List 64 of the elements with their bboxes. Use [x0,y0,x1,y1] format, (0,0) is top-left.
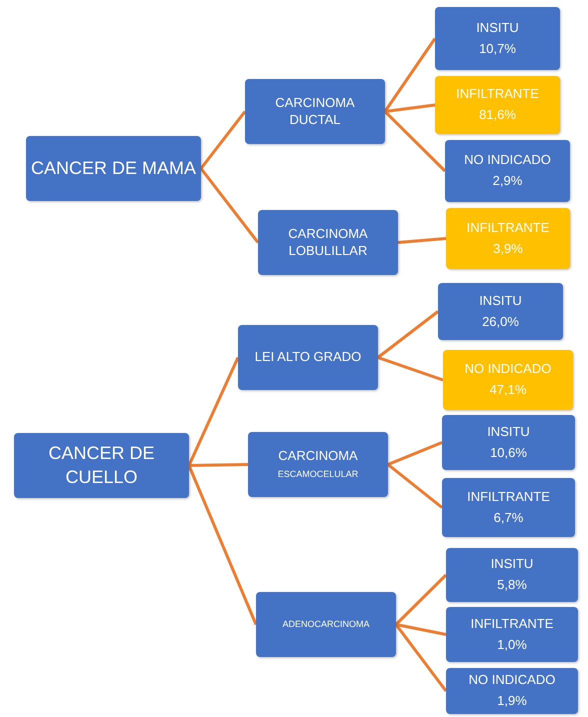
box-text: 10,7% [479,40,516,58]
category-box [248,432,388,497]
box-text: 1,9% [497,693,527,710]
connector-line [384,110,446,172]
box-text: LEI ALTO GRADO [254,349,362,366]
connector-line [387,441,443,466]
box-text: 2,9% [492,173,522,190]
box-text: ADENOCARCINOMA [282,618,370,630]
box-text: NO INDICADO [468,672,556,689]
connector-line [188,463,248,467]
connector-line [384,104,436,113]
box-text: CANCER DE MAMA [30,156,196,180]
category-box [256,592,396,657]
category-box [435,7,560,70]
category-box [446,607,578,662]
connector-line [387,463,443,509]
box-text: CARCINOMA DUCTAL [274,94,356,128]
box-text: 81,6% [479,107,516,124]
connector-line [384,38,436,112]
box-text: CARCINOMA LOBULILLAR [287,226,369,260]
box-text: INSITU [476,20,519,36]
category-box [446,668,578,714]
box-text: INFILTRANTE [456,86,539,103]
box-text: INFILTRANTE [470,616,554,632]
box-text: INSITU [490,556,534,573]
box-text: 26,0% [482,314,519,330]
box-text: 47,1% [490,382,526,399]
category-box [438,283,563,340]
connector-line [200,168,260,244]
box-text: 3,9% [493,240,523,258]
box-text: INFILTRANTE [466,220,550,236]
category-box [442,478,575,537]
connector-line [378,356,444,382]
box-text: NO INDICADO [464,152,551,169]
box-text: INSITU [487,424,530,440]
connector-line [398,237,446,244]
connector-line [188,356,240,466]
connector-line [396,623,446,636]
category-box [26,136,201,201]
connector-line [377,310,439,359]
connector-line [188,464,258,626]
box-text: 5,8% [497,577,527,594]
box-text: INSITU [479,292,522,310]
category-box [443,350,573,410]
category-box [446,548,578,602]
box-text: ESCAMOCELULAR [278,469,358,481]
box-text: INFILTRANTE [467,488,550,506]
box-text: 10,6% [490,444,527,462]
category-box [435,76,560,134]
box-text: 1,0% [497,636,527,654]
connector-line [394,624,448,692]
connector-line [200,110,246,170]
category-box [258,210,398,275]
box-text: NO INDICADO [464,361,552,378]
category-box [238,325,378,390]
category-box [445,140,570,202]
category-box [245,79,385,144]
category-box [14,433,189,498]
box-text: CARCINOMA [278,448,358,466]
connector-line [394,574,448,626]
box-text: 6,7% [494,510,524,526]
category-box [446,208,570,269]
category-box [442,415,575,470]
box-text: CANCER DE CUELLO [47,442,156,488]
